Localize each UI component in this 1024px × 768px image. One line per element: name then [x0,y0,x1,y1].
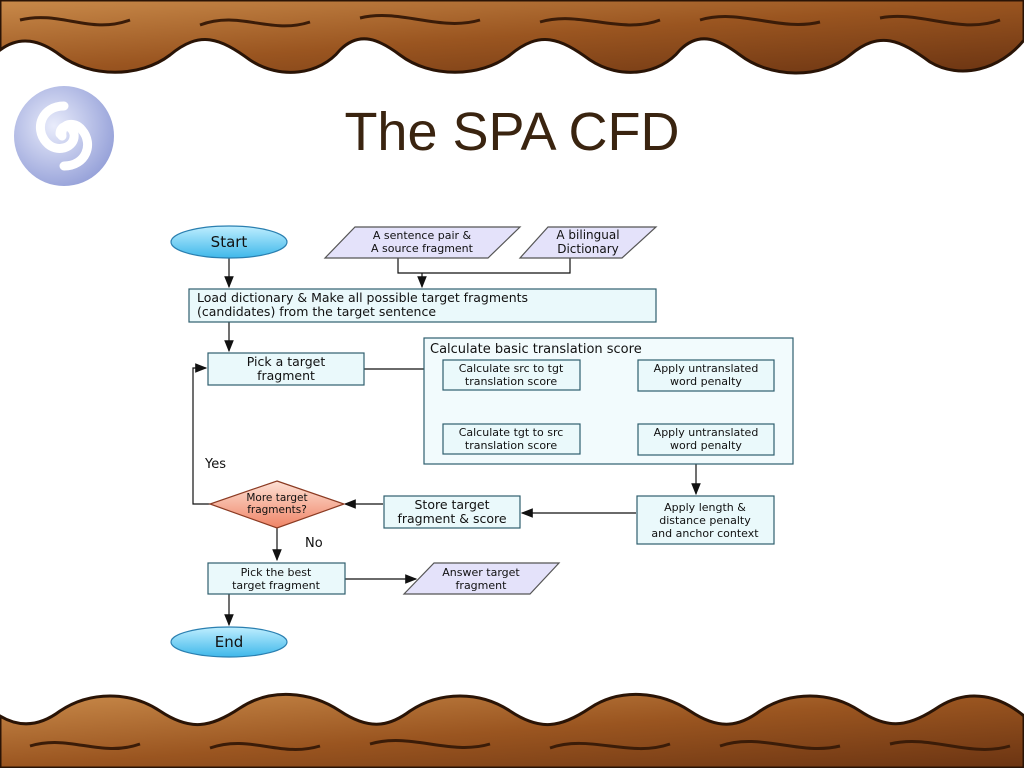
calc-src-line-1: Calculate src to tgt [459,362,564,375]
decision-line-1: More target [246,492,307,504]
pick-line-1: Pick a target [247,354,326,369]
length-line-2: distance penalty [659,514,751,527]
input-bilingual-dictionary: A bilingual Dictionary [518,226,658,259]
end-terminal: End [170,626,288,658]
load-line-2: (candidates) from the target sentence [197,304,436,319]
penalty2-line-2: word penalty [670,439,742,452]
output-answer-target: Answer target fragment [402,562,561,595]
start-label: Start [211,233,248,251]
process-load-dictionary: Load dictionary & Make all possible targ… [188,288,657,323]
calc-src-line-2: translation score [465,375,557,388]
bottom-decorative-border [0,692,1024,768]
top-decorative-border [0,0,1024,75]
penalty1-line-2: word penalty [670,375,742,388]
decision-more-fragments: More target fragments? [208,480,346,529]
calc-tgt-line-2: translation score [465,439,557,452]
input-pair-line-2: A source fragment [371,242,474,255]
store-line-1: Store target [414,497,489,512]
store-line-2: fragment & score [397,511,506,526]
process-calc-tgt-to-src: Calculate tgt to src translation score [442,423,581,455]
penalty2-line-1: Apply untranslated [654,426,759,439]
process-length-distance-penalty: Apply length & distance penalty and anch… [636,495,775,545]
best-line-1: Pick the best [241,566,312,579]
no-label: No [305,536,323,551]
length-line-3: and anchor context [651,527,759,540]
input-dict-line-1: A bilingual [556,228,619,242]
yes-label: Yes [204,457,226,472]
input-sentence-pair: A sentence pair & A source fragment [323,226,522,259]
answer-line-2: fragment [456,579,508,592]
load-line-1: Load dictionary & Make all possible targ… [197,290,528,305]
calc-tgt-line-1: Calculate tgt to src [459,426,564,439]
length-line-1: Apply length & [664,501,746,514]
start-terminal: Start [170,225,288,259]
input-pair-line-1: A sentence pair & [373,229,472,242]
process-calc-src-to-tgt: Calculate src to tgt translation score [442,359,581,391]
process-pick-target: Pick a target fragment [207,352,365,386]
group-title: Calculate basic translation score [430,342,642,357]
input-dict-line-2: Dictionary [557,242,619,256]
swirl-logo-icon [14,86,114,186]
process-store-target: Store target fragment & score [383,495,521,529]
decision-line-2: fragments? [247,504,307,516]
process-pick-best: Pick the best target fragment [207,562,346,595]
pick-line-2: fragment [257,368,315,383]
process-untranslated-penalty-2: Apply untranslated word penalty [637,423,775,456]
end-label: End [215,633,244,651]
penalty1-line-1: Apply untranslated [654,362,759,375]
answer-line-1: Answer target [442,566,520,579]
slide-title: The SPA CFD [344,102,680,162]
best-line-2: target fragment [232,579,321,592]
process-untranslated-penalty-1: Apply untranslated word penalty [637,359,775,392]
